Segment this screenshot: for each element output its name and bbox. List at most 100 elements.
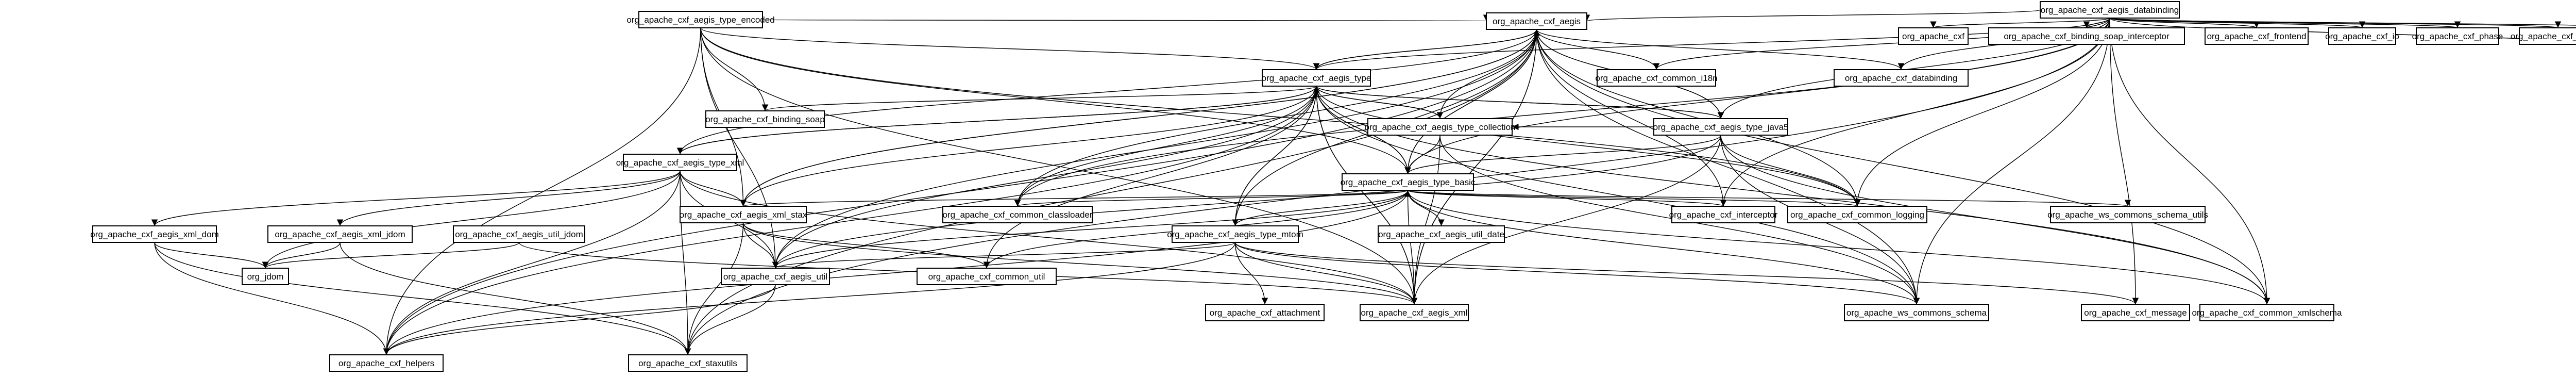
edge-type_encoded-to-type_basic: [700, 27, 1411, 174]
node-common_i18n[interactable]: org_apache_cxf_common_i18n: [1595, 69, 1718, 87]
edge-type_xml-to-helpers: [383, 170, 681, 355]
edge-type_collection-to-type_basic: [1404, 135, 1440, 174]
node-xml_jdom[interactable]: org_apache_cxf_aegis_xml_jdom: [267, 225, 413, 243]
node-message[interactable]: org_apache_cxf_message: [2081, 304, 2190, 321]
edge-type_basic-to-aegis_util: [772, 190, 1409, 269]
node-box: [2040, 1, 2180, 19]
edge-type_collection-to-aegis_xml: [1411, 135, 1440, 305]
node-common_logging[interactable]: org_apache_cxf_common_logging: [1787, 206, 1927, 223]
node-box: [1262, 69, 1371, 87]
node-type_encoded[interactable]: org_apache_cxf_aegis_type_encoded: [626, 11, 775, 28]
node-databinding[interactable]: org_apache_cxf_aegis_databinding: [2040, 1, 2180, 19]
node-type_xml[interactable]: org_apache_cxf_aegis_type_xml: [616, 154, 744, 171]
node-box: [1653, 118, 1788, 136]
node-interceptor[interactable]: org_apache_cxf_interceptor: [1669, 206, 1778, 223]
node-binding_soap[interactable]: org_apache_cxf_binding_soap: [705, 110, 825, 128]
edge-type_basic-to-ws_addr_utils: [1407, 190, 2131, 207]
edge-type_xml-to-xml_jdom: [336, 170, 681, 226]
edge-type-to-ws_schema: [1316, 86, 1920, 305]
node-util_date[interactable]: org_apache_cxf_aegis_util_date: [1378, 225, 1505, 243]
edge-type_xml-to-aegis_xml: [680, 170, 1418, 305]
node-type[interactable]: org_apache_cxf_aegis_type: [1262, 69, 1371, 87]
edge-type_encoded-to-binding_soap: [700, 27, 769, 111]
node-label: org_apache_cxf_helpers: [338, 358, 434, 368]
node-xml_dom[interactable]: org_apache_cxf_aegis_xml_dom: [90, 225, 219, 243]
edge-aegis_xml-to-aegis: [1414, 29, 1540, 305]
edge-type_collection-to-type: [1313, 86, 1440, 119]
node-type_java5[interactable]: org_apache_cxf_aegis_type_java5: [1653, 118, 1789, 136]
edge-type_java5-to-aegis_util: [772, 135, 1721, 269]
node-label: org_apache_cxf_aegis: [1493, 17, 1581, 26]
node-util_jdom[interactable]: org_apache_cxf_aegis_util_jdom: [453, 225, 585, 243]
node-jdom[interactable]: org_jdom: [242, 268, 289, 285]
edge-databinding-to-frontend: [2109, 18, 2260, 28]
node-box: [721, 268, 830, 285]
edge-aegis_util-to-staxutils: [684, 284, 776, 355]
node-aegis[interactable]: org_apache_cxf_aegis: [1486, 12, 1587, 30]
edge-aegis_xml-to-type: [1313, 86, 1415, 305]
node-label: org_apache_cxf_io: [2325, 31, 2399, 41]
edge-type_basic-to-type: [1313, 86, 1409, 174]
edge-databinding-to-service_factory: [2109, 18, 2576, 26]
node-helpers[interactable]: org_apache_cxf_helpers: [329, 354, 444, 372]
node-aegis_util[interactable]: org_apache_cxf_aegis_util: [721, 268, 830, 285]
node-attachment[interactable]: org_apache_cxf_attachment: [1205, 304, 1325, 321]
edge-type_basic-to-ws_schema: [1407, 190, 1920, 305]
edge-type_basic-to-common_logging: [1407, 190, 1860, 207]
node-label: org_apache_cxf_aegis_util_jdom: [455, 230, 583, 239]
edge-type_basic-to-interceptor: [1407, 190, 1726, 207]
node-ws_addr_utils[interactable]: org_apache_ws_commons_schema_utils: [2047, 206, 2208, 223]
node-xmlschema[interactable]: org_apache_cxf_common_xmlschema: [2192, 304, 2342, 321]
edge-type_mtom-to-message: [1234, 242, 2139, 305]
node-box: [1367, 118, 1513, 136]
node-label: org_apache_cxf_common_xmlschema: [2192, 308, 2342, 318]
node-type_collection[interactable]: org_apache_cxf_aegis_type_collection: [1365, 118, 1516, 136]
edge-type_xml-to-staxutils: [680, 170, 691, 355]
node-type_mtom[interactable]: org_apache_cxf_aegis_type_mtom: [1167, 225, 1303, 243]
node-frontend[interactable]: org_apache_cxf_frontend: [2205, 27, 2309, 45]
edge-type_basic-to-xml_stax: [740, 190, 1409, 207]
package-nodes: org_apache_cxf_aegis_databinding org_apac…: [90, 1, 2576, 372]
edge-databinding-to-cxf: [1930, 18, 2110, 28]
node-common_classloader[interactable]: org_apache_cxf_common_classloader: [942, 206, 1093, 223]
node-box: [1360, 304, 1469, 321]
edge-type_basic-to-xmlschema: [1407, 190, 2270, 305]
node-binding_soap_interceptor[interactable]: org_apache_cxf_binding_soap_interceptor: [1988, 27, 2185, 45]
node-staxutils[interactable]: org_apache_cxf_staxutils: [628, 354, 748, 372]
node-box: [2081, 304, 2190, 321]
edge-xml_stax-to-aegis_xml: [742, 222, 1418, 305]
node-label: org_apache_cxf_aegis_type_encoded: [626, 15, 774, 25]
node-box: [2328, 27, 2396, 45]
node-service[interactable]: org_apache_cxf_service: [2511, 27, 2576, 45]
edge-type_mtom-to-type_basic: [1234, 190, 1411, 226]
node-box: [1597, 69, 1716, 87]
edge-type_mtom-to-attachment: [1234, 242, 1268, 305]
edge-type_mtom-to-aegis_util: [772, 242, 1236, 269]
edge-type_java5-to-common_logging: [1720, 135, 1861, 207]
node-box: [1834, 69, 1969, 87]
edge-databinding-to-message: [2109, 18, 2139, 305]
node-aegis_xml[interactable]: org_apache_cxf_aegis_xml: [1360, 304, 1469, 321]
node-box: [242, 268, 289, 285]
node-cxf_databinding[interactable]: org_apache_cxf_databinding: [1834, 69, 1969, 87]
node-type_basic[interactable]: org_apache_cxf_aegis_type_basic: [1341, 173, 1476, 191]
edge-type_mtom-to-type: [1234, 86, 1320, 226]
node-box: [2519, 27, 2576, 45]
node-phase[interactable]: org_apache_cxf_phase: [2412, 27, 2503, 45]
node-cxf[interactable]: org_apache_cxf: [1898, 27, 1969, 45]
node-xml_stax[interactable]: org_apache_cxf_aegis_xml_stax: [680, 206, 807, 223]
edge-type_xml-to-jdom: [262, 170, 681, 269]
node-box: [1172, 225, 1299, 243]
edge-type_basic-to-util_date: [1407, 190, 1445, 226]
edge-type_xml-to-xml_dom: [151, 170, 681, 226]
node-common_util[interactable]: org_apache_cxf_common_util: [917, 268, 1057, 285]
node-io[interactable]: org_apache_cxf_io: [2325, 27, 2399, 45]
edge-xml_dom-to-staxutils: [154, 242, 691, 355]
node-box: [2050, 206, 2206, 223]
node-box: [2199, 304, 2334, 321]
edge-aegis-to-common_logging: [1536, 29, 1861, 207]
node-box: [453, 225, 585, 243]
node-ws_schema[interactable]: org_apache_ws_commons_schema: [1844, 304, 1989, 321]
node-box: [92, 225, 217, 243]
